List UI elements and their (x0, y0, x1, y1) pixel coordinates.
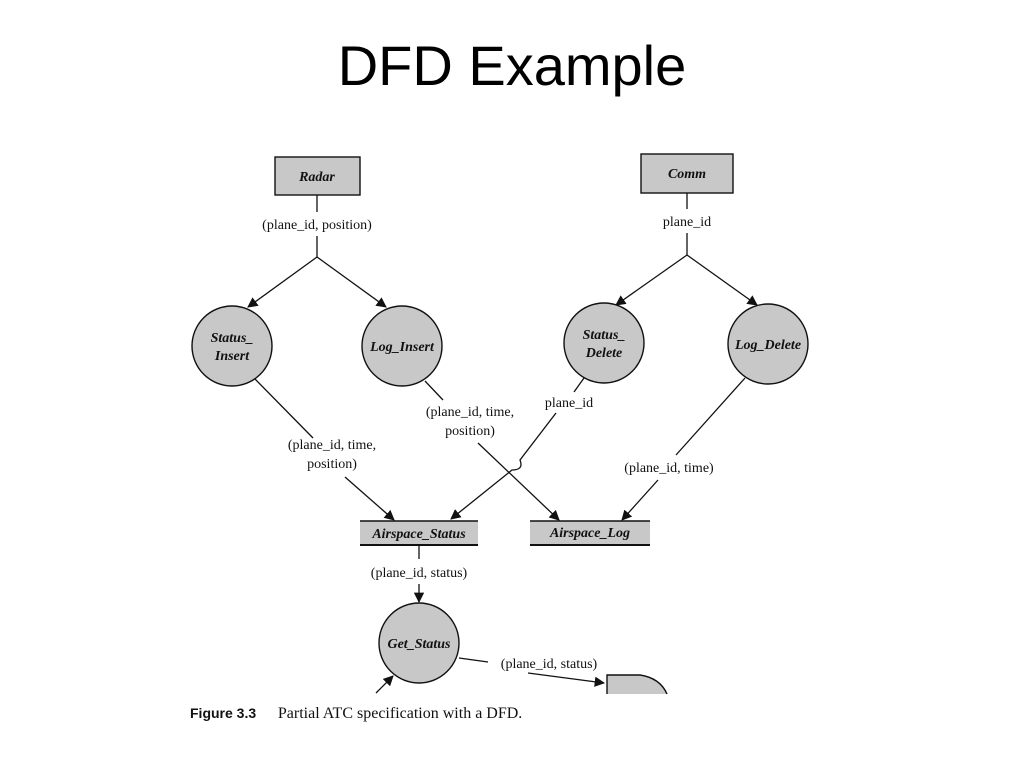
radar-label: Radar (298, 170, 335, 185)
log-insert-flow-label-line2: position) (445, 424, 495, 439)
comm-flow-label: plane_id (663, 215, 711, 230)
radar-flow-label: (plane_id, position) (262, 218, 372, 233)
airspace-status-label: Airspace_Status (371, 527, 466, 542)
log-delete-to-airspace-log-arrow (621, 479, 659, 521)
cropped-terminator-shape (606, 674, 668, 695)
radar-terminator (274, 156, 361, 196)
airspace-log-label: Airspace_Log (549, 526, 630, 541)
airspace-status-flow-label: (plane_id, status) (371, 566, 468, 581)
log-delete-process (727, 303, 809, 385)
log-insert-to-airspace-log-arrow (477, 442, 560, 521)
get-status-process (378, 602, 460, 684)
get-status-label: Get_Status (387, 637, 451, 652)
log-insert-flow-label-line1: (plane_id, time, (426, 405, 514, 420)
slide-title: DFD Example (337, 34, 687, 97)
airspace-status-store (360, 521, 478, 545)
status-delete-process (563, 302, 645, 384)
get-status-flow-left (458, 657, 489, 663)
status-delete-flow-top (573, 377, 585, 393)
log-insert-label: Log_Insert (369, 340, 435, 355)
status-insert-label-line1: Status_ (211, 331, 254, 346)
figure-number: Figure 3.3 (190, 705, 257, 721)
status-delete-label-line2: Delete (585, 346, 623, 361)
status-delete-label-line1: Status_ (583, 328, 626, 343)
comm-label: Comm (668, 167, 706, 182)
status-insert-flow-label-line2: position) (307, 457, 357, 472)
log-insert-process (361, 305, 443, 387)
log-delete-label: Log_Delete (734, 338, 801, 353)
comm-to-log-delete-arrow (686, 254, 758, 306)
radar-to-log-insert-arrow (316, 256, 387, 308)
log-delete-flow-label: (plane_id, time) (624, 461, 714, 476)
comm-terminator (640, 153, 734, 194)
radar-to-status-insert-arrow (247, 256, 318, 308)
get-status-flow-label: (plane_id, status) (501, 657, 598, 672)
status-delete-to-airspace-status-arrow (450, 412, 557, 520)
status-insert-flow-top (254, 378, 314, 439)
status-insert-process (191, 305, 273, 387)
log-delete-flow-top (675, 377, 746, 456)
status-delete-flow-label: plane_id (545, 396, 593, 411)
status-insert-to-airspace-status-arrow (344, 476, 395, 521)
comm-to-status-delete-arrow (615, 254, 688, 306)
figure-caption-text: Partial ATC specification with a DFD. (277, 705, 523, 722)
incoming-to-get-status-arrow (375, 675, 394, 694)
airspace-log-store (530, 521, 650, 545)
log-insert-flow-top (424, 380, 444, 401)
figure-caption: Figure 3.3 Partial ATC specification wit… (190, 705, 522, 723)
status-insert-flow-label-line1: (plane_id, time, (288, 438, 376, 453)
get-status-out-arrow (527, 672, 606, 687)
status-insert-label-line2: Insert (214, 349, 250, 364)
